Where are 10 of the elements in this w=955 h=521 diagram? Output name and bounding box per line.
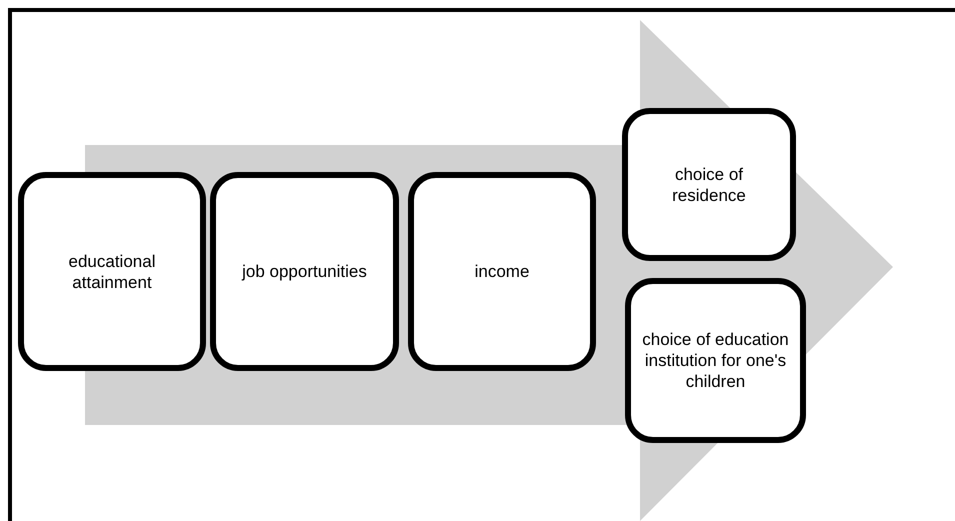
box-label: choice of residence [671, 164, 747, 206]
rounded-box [408, 172, 596, 371]
box-label: choice of education institution for one's children [641, 329, 790, 392]
rounded-box [210, 172, 399, 371]
rounded-box [622, 108, 796, 261]
box-label: job opportunities [242, 261, 367, 282]
rounded-box [18, 172, 206, 371]
box-label: income [474, 261, 530, 282]
rounded-box [625, 278, 806, 443]
box-label: educational attainment [68, 250, 156, 292]
